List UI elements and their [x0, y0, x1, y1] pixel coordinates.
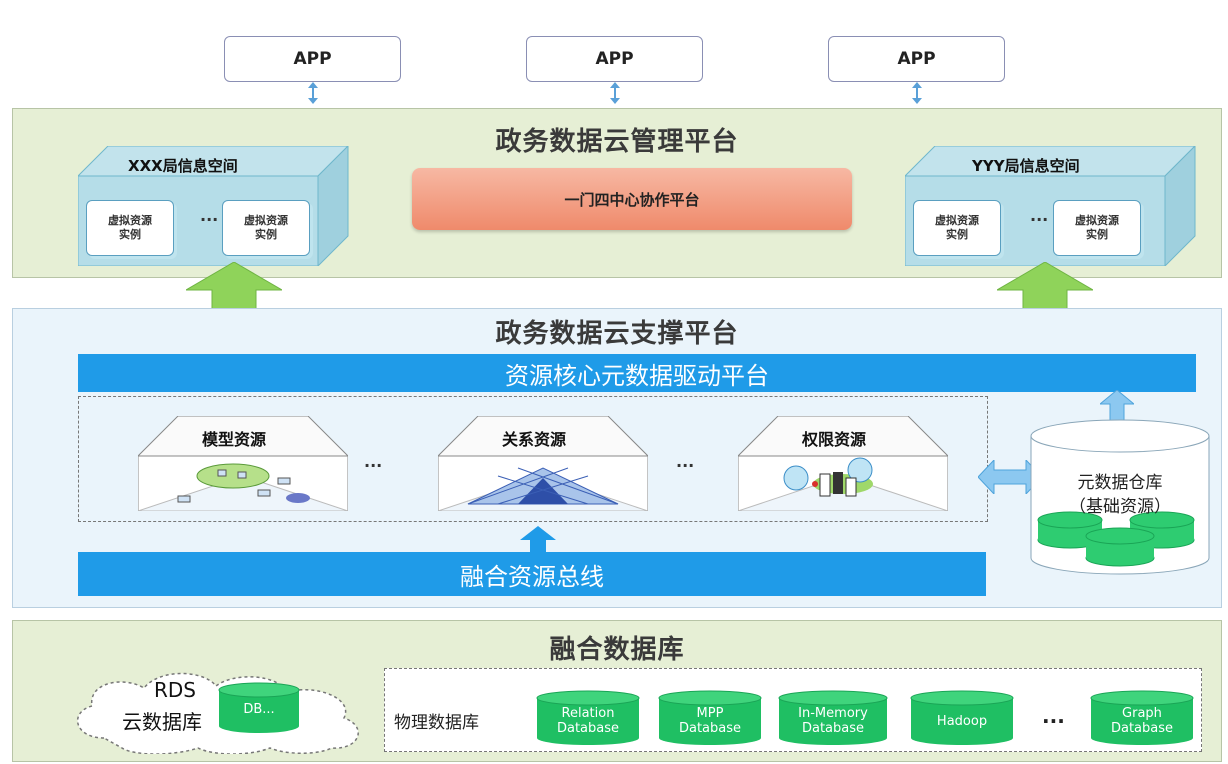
- connector-arrow-icon: [308, 98, 318, 104]
- connector-line: [614, 88, 616, 98]
- resource-label-relation: 关系资源: [502, 430, 567, 449]
- app-label: APP: [293, 49, 332, 69]
- graph-db-cylinder[interactable]: [1090, 690, 1194, 746]
- connector-arrow-icon: [912, 82, 922, 88]
- ellipsis: ...: [200, 206, 219, 225]
- info-space-title-left: XXX局信息空间: [128, 157, 238, 175]
- relation-db-label: Relation Database: [556, 706, 620, 736]
- up-arrow-icon: [186, 262, 282, 324]
- collaboration-platform-label: 一门四中心协作平台: [564, 190, 700, 209]
- hadoop-db-label: Hadoop: [936, 713, 988, 729]
- management-layer-title: 政务数据云管理平台: [495, 127, 739, 157]
- resource-region: [78, 396, 988, 522]
- connector-arrow-icon: [610, 98, 620, 104]
- virtual-instance-left-1[interactable]: 虚拟资源 实例: [86, 200, 174, 256]
- app-box-2[interactable]: APP: [526, 36, 703, 82]
- hadoop-db-cylinder[interactable]: [910, 690, 1014, 746]
- resource-label-permission: 权限资源: [802, 430, 867, 449]
- ellipsis: ...: [364, 452, 383, 471]
- connector-line: [916, 88, 918, 98]
- warehouse-label: 元数据仓库: [1077, 473, 1163, 493]
- virtual-instance-right-2[interactable]: 虚拟资源 实例: [1053, 200, 1141, 256]
- bus-up-arrow-icon: [520, 526, 556, 552]
- connector-arrow-icon: [308, 82, 318, 88]
- database-layer-title: 融合数据库: [549, 635, 685, 665]
- model-resource-icon[interactable]: [138, 416, 348, 511]
- rds-label: RDS: [154, 678, 196, 702]
- cloud-db-label: 云数据库: [122, 710, 202, 734]
- ellipsis: ...: [1030, 206, 1049, 225]
- fusion-resource-bus[interactable]: 融合资源总线: [78, 552, 986, 596]
- metadata-warehouse[interactable]: [1030, 418, 1210, 576]
- relation-resource-icon[interactable]: [438, 416, 648, 511]
- up-arrow-icon: [997, 262, 1093, 324]
- connector-arrow-icon: [610, 82, 620, 88]
- rds-db-cylinder[interactable]: [218, 682, 300, 734]
- ellipsis: ...: [1042, 704, 1065, 728]
- in-memory-db-cylinder[interactable]: [778, 690, 888, 746]
- support-layer-title: 政务数据云支撑平台: [495, 319, 739, 349]
- connector-line: [312, 88, 314, 98]
- in-memory-db-label: In-Memory Database: [798, 706, 868, 736]
- collaboration-platform[interactable]: 一门四中心协作平台: [412, 168, 852, 230]
- app-label: APP: [595, 49, 634, 69]
- app-box-1[interactable]: APP: [224, 36, 401, 82]
- relation-db-cylinder[interactable]: [536, 690, 640, 746]
- virtual-instance-right-1[interactable]: 虚拟资源 实例: [913, 200, 1001, 256]
- virtual-instance-left-2[interactable]: 虚拟资源 实例: [222, 200, 310, 256]
- permission-resource-icon[interactable]: [738, 416, 948, 511]
- warehouse-sublabel: （基础资源）: [1069, 497, 1171, 517]
- graph-db-label: Graph Database: [1110, 706, 1174, 736]
- connector-arrow-icon: [912, 98, 922, 104]
- app-label: APP: [897, 49, 936, 69]
- metadata-driver-bar[interactable]: 资源核心元数据驱动平台: [78, 354, 1196, 392]
- rds-db-label: DB...: [243, 701, 275, 717]
- mpp-db-label: MPP Database: [678, 706, 742, 736]
- ellipsis: ...: [676, 452, 695, 471]
- physical-db-label: 物理数据库: [394, 713, 479, 733]
- info-space-title-right: YYY局信息空间: [972, 157, 1080, 175]
- double-arrow-icon: [978, 460, 1042, 494]
- app-box-3[interactable]: APP: [828, 36, 1005, 82]
- resource-label-model: 模型资源: [202, 430, 267, 449]
- mpp-db-cylinder[interactable]: [658, 690, 762, 746]
